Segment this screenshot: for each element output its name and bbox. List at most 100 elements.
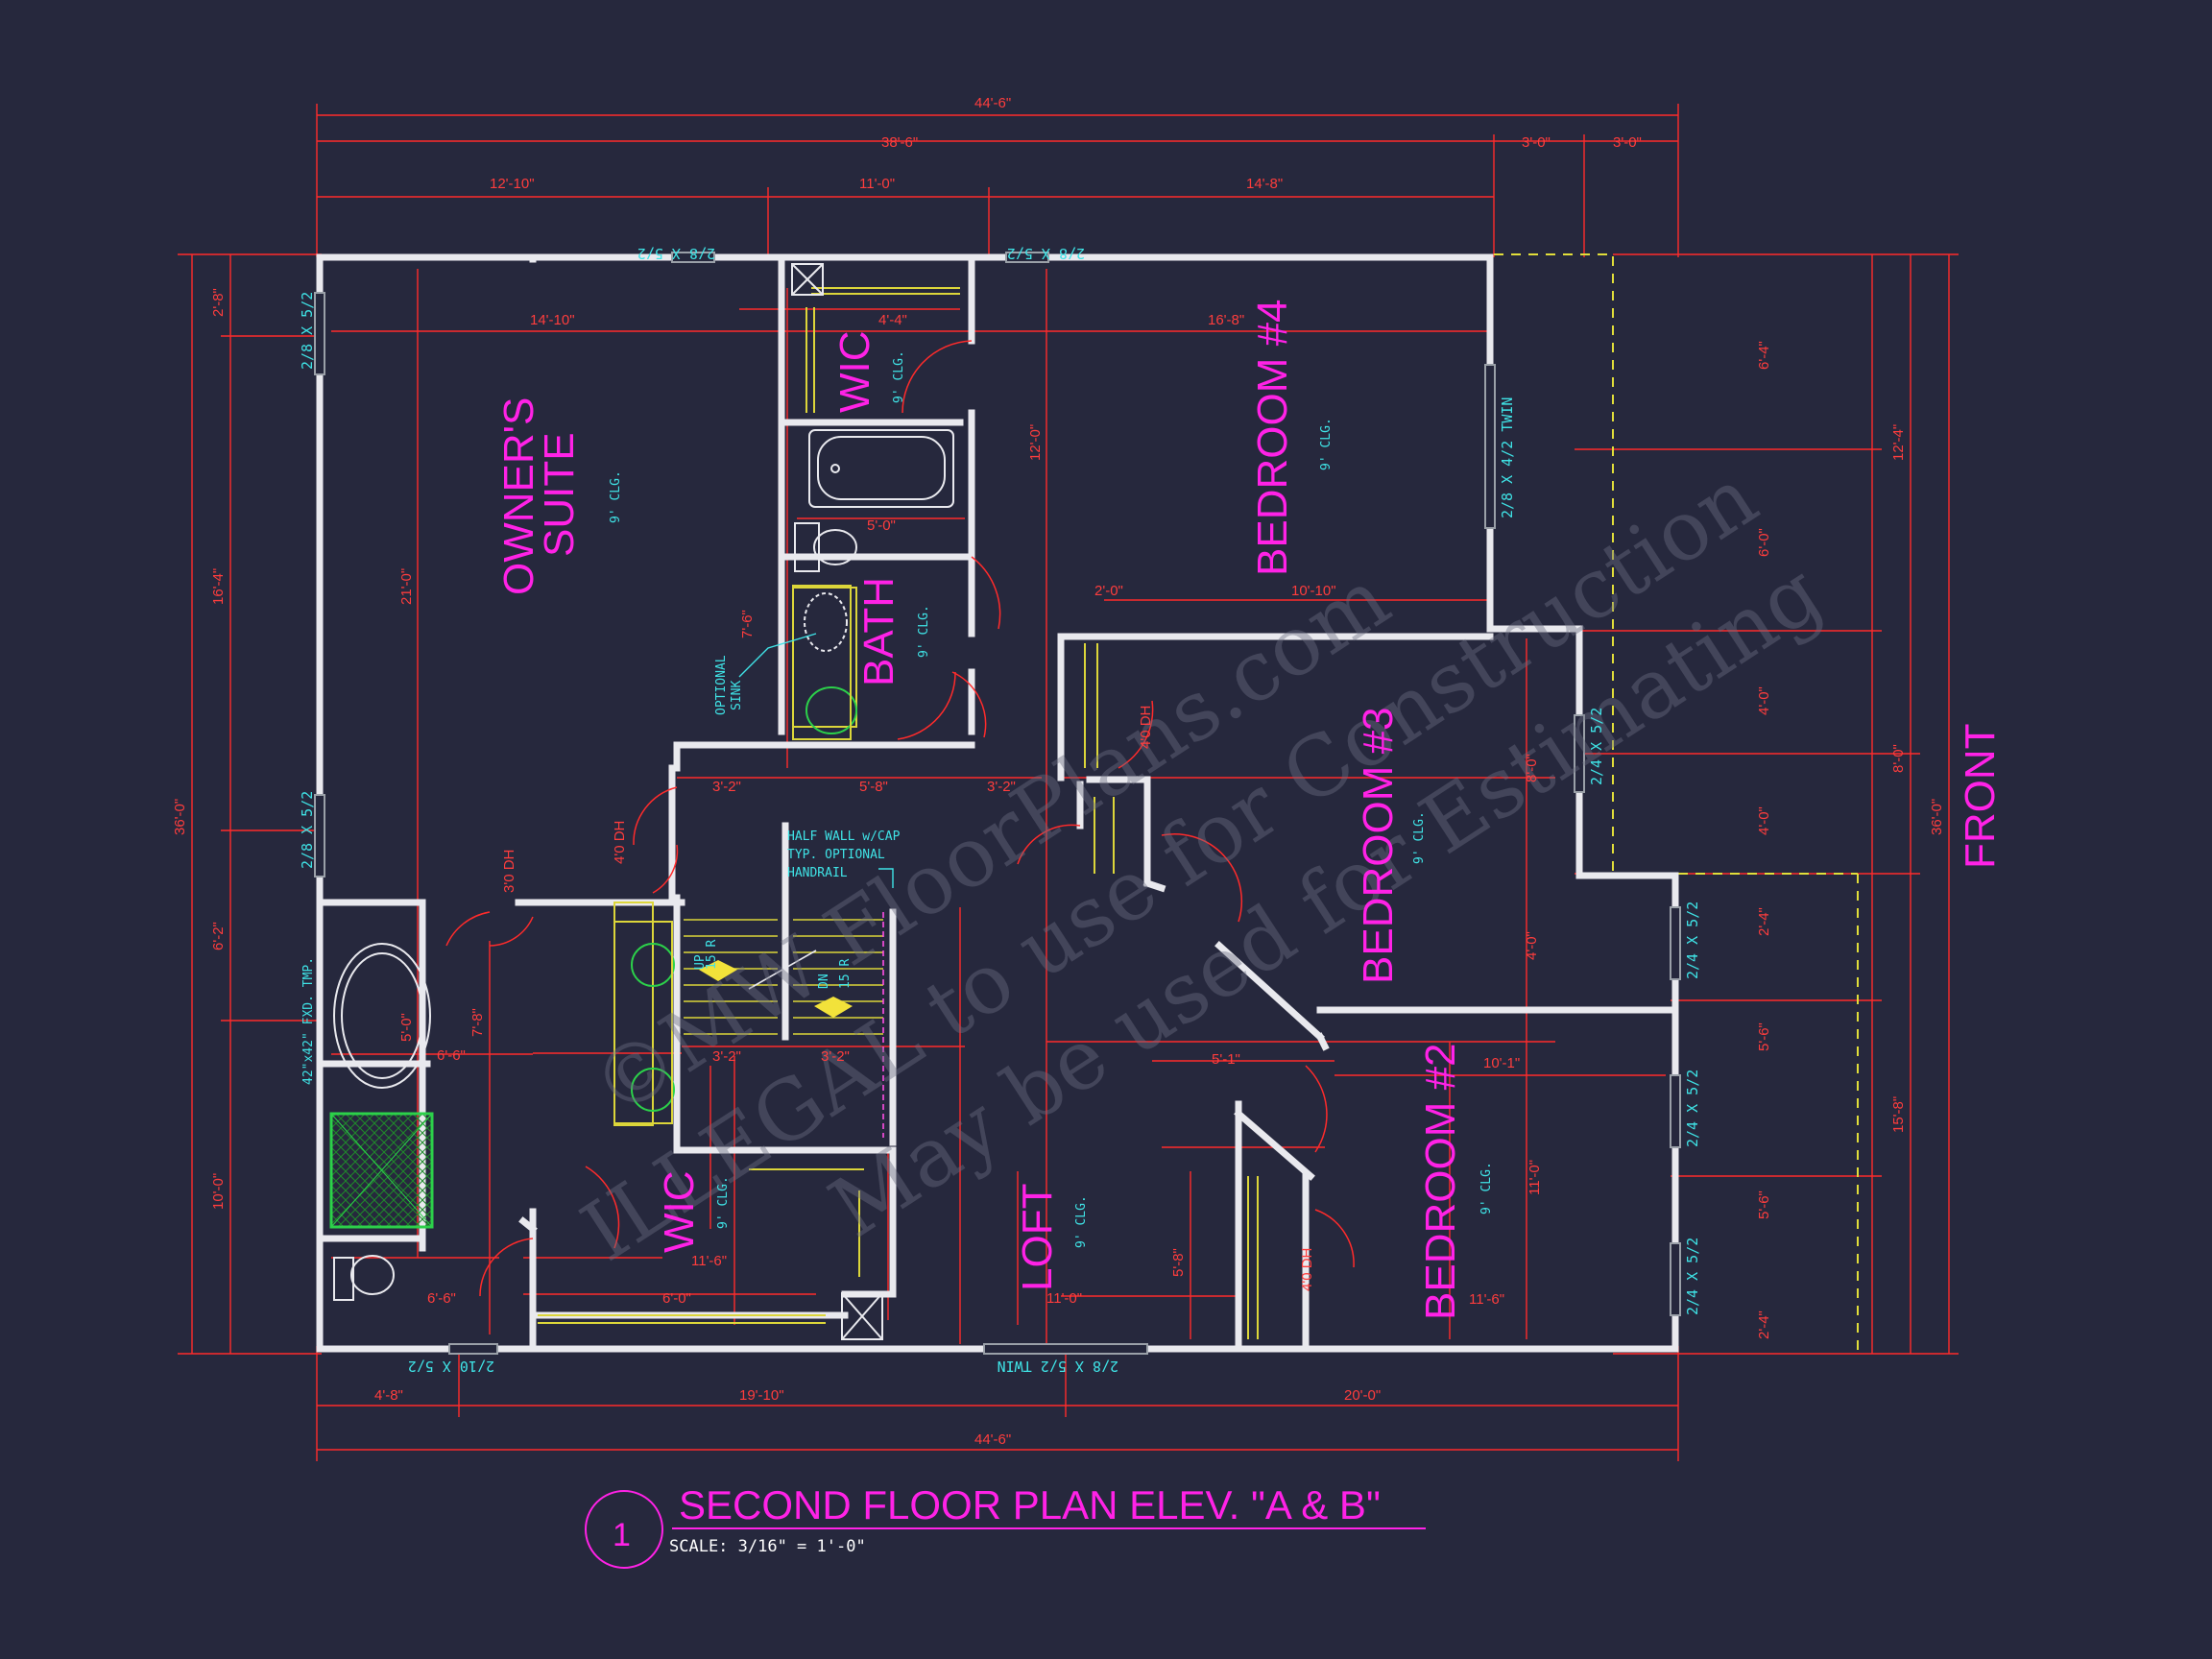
stair-up-risers: 15 R — [705, 940, 719, 970]
dim-top-e: 11'-0" — [859, 176, 895, 192]
windows-openings — [314, 252, 1681, 1355]
dim-bed2-w: 10'-1" — [1483, 1055, 1520, 1071]
dim-right-c: 15'-8" — [1890, 1096, 1907, 1133]
window-label-left-2: 2/8 X 5/2 — [299, 791, 316, 869]
dim-bottom-overall: 44'-6" — [974, 1431, 1011, 1448]
dim-top-d: 12'-10" — [490, 176, 535, 192]
dim-left-d: 10'-0" — [210, 1173, 227, 1210]
window-label-bed3: 2/4 X 5/2 — [1588, 708, 1605, 785]
dim-top-c: 3'-0" — [1613, 134, 1642, 151]
dimension-lines — [178, 104, 1959, 1461]
clg-wic-bottom: 9' CLG. — [716, 1176, 731, 1229]
half-wall-1: HALF WALL w/CAP — [787, 830, 901, 844]
dim-right-overall: 36'-0" — [1929, 799, 1945, 835]
room-labels: OWNER'S SUITE WIC BATH BEDROOM #4 BEDROO… — [495, 299, 1464, 1320]
view-number: 1 — [613, 1517, 631, 1553]
clg-bed3: 9' CLG. — [1412, 811, 1427, 864]
dim-right-b: 8'-0" — [1890, 744, 1907, 773]
window-label-bed2-3: 2/4 X 5/2 — [1684, 1238, 1701, 1315]
dim-right-h: 2'-4" — [1756, 907, 1772, 936]
dim-left-b: 16'-4" — [210, 568, 227, 605]
half-wall-2: TYP. OPTIONAL — [787, 848, 885, 862]
window-label-bed2-1: 2/4 X 5/2 — [1684, 902, 1701, 979]
room-owners-suite-line-2: SUITE — [536, 432, 583, 557]
dh-note-4: 4'0 DH — [1299, 1248, 1315, 1291]
room-bedroom-2: BEDROOM #2 — [1417, 1043, 1464, 1320]
dim-misc-b: 5'-1" — [1212, 1051, 1240, 1068]
dim-owners-w: 14'-10" — [530, 312, 575, 328]
clg-bath: 9' CLG. — [917, 605, 931, 658]
stair-arrows — [699, 960, 853, 1018]
clg-loft: 9' CLG. — [1074, 1195, 1089, 1248]
dim-right-g: 4'-0" — [1756, 806, 1772, 835]
stairs — [684, 912, 884, 1138]
dim-right-e: 6'-0" — [1756, 528, 1772, 557]
dim-right-a: 12'-4" — [1890, 424, 1907, 461]
dim-hall-b: 5'-8" — [859, 779, 888, 795]
dim-bed2-w2: 11'-6" — [1469, 1291, 1504, 1308]
closet-boxes — [791, 263, 883, 1340]
dim-bed4-w2: 10'-10" — [1291, 583, 1336, 599]
dim-loft-h: 5'-8" — [1170, 1248, 1187, 1277]
dim-bottom-a: 4'-8" — [374, 1387, 403, 1404]
vanity — [613, 585, 852, 1124]
room-wic-top: WIC — [831, 330, 878, 413]
dim-bed3-h: 4'-0" — [1524, 931, 1540, 960]
dimension-labels: 44'-6" 38'-6" 3'-0" 3'-0" 12'-10" 11'-0"… — [172, 95, 1945, 1448]
drawing-scale: SCALE: 3/16" = 1'-0" — [669, 1537, 866, 1556]
window-label-left-1: 2/8 X 5/2 — [299, 292, 316, 370]
watermark: ©MW FloorPlans.com ILLEGAL to use for Co… — [565, 449, 1839, 1281]
dim-hall-c: 3'-2" — [987, 779, 1016, 795]
stair-dn-label: DN — [817, 974, 831, 989]
stair-dn-risers: 15 R — [838, 959, 853, 989]
window-label-bed2-2: 2/4 X 5/2 — [1684, 1070, 1701, 1147]
dim-bed3-w: 8'-0" — [1524, 754, 1540, 782]
dh-note-3: 4'0 DH — [1138, 706, 1154, 749]
dim-right-k: 2'-4" — [1756, 1310, 1772, 1339]
dim-loft-w: 11'-0" — [1046, 1290, 1082, 1307]
clg-bed4: 9' CLG. — [1319, 418, 1334, 470]
dim-bath2-d: 7'-8" — [469, 1008, 486, 1037]
dim-bath-h: 7'-6" — [739, 610, 756, 638]
dim-bath2-c: 5'-0" — [398, 1013, 415, 1042]
roof-outline — [1494, 253, 1859, 1352]
window-label-top-1: 2/8 X 5/2 — [637, 245, 715, 262]
dim-wic2-w: 11'-6" — [691, 1253, 727, 1269]
room-wic-bottom: WIC — [656, 1170, 703, 1253]
door-swings — [445, 340, 1355, 1297]
dim-right-j: 5'-6" — [1756, 1190, 1772, 1219]
dim-top-overall: 44'-6" — [974, 95, 1011, 111]
fixtures — [333, 429, 954, 1301]
clg-bed2: 9' CLG. — [1479, 1162, 1494, 1214]
dim-stair-a: 3'-2" — [712, 1048, 741, 1065]
front-label: FRONT — [1957, 723, 2004, 869]
drawing-title: SECOND FLOOR PLAN ELEV. "A & B" — [679, 1482, 1381, 1527]
room-loft: LOFT — [1014, 1184, 1061, 1291]
notes: 9' CLG. 9' CLG. 9' CLG. 9' CLG. 9' CLG. … — [301, 350, 1494, 1291]
dim-bath2-b: 6'-6" — [427, 1290, 456, 1307]
dim-right-f: 4'-0" — [1756, 686, 1772, 715]
room-bedroom-3: BEDROOM #3 — [1355, 707, 1402, 984]
window-label-bottom-1: 2/10 X 5/2 — [408, 1358, 494, 1375]
dim-bed4-w: 16'-8" — [1208, 312, 1244, 328]
watermark-line-2: ILLEGAL to use for Construction — [565, 449, 1773, 1281]
room-bath: BATH — [855, 577, 902, 686]
half-wall-3: HANDRAIL — [787, 866, 848, 880]
window-label-top-2: 2/8 X 5/2 — [1007, 245, 1085, 262]
dim-left-overall: 36'-0" — [172, 799, 188, 835]
dim-right-d: 6'-4" — [1756, 341, 1772, 370]
dim-bath2-a: 6'-6" — [437, 1047, 466, 1064]
room-owners-suite-line-1: OWNER'S — [495, 397, 542, 595]
window-label-bottom-2: 2/8 X 5/2 TWIN — [998, 1358, 1118, 1375]
dim-bottom-b: 19'-10" — [739, 1387, 784, 1404]
stair-up-label: UP — [693, 954, 708, 970]
dim-wic-w: 4'-4" — [878, 312, 907, 328]
dim-top-b: 3'-0" — [1522, 134, 1551, 151]
dh-note-1: 4'0 DH — [612, 821, 628, 864]
window-label-bed4: 2/8 X 4/2 TWIN — [1499, 397, 1516, 518]
dim-right-i: 5'-6" — [1756, 1022, 1772, 1051]
window-labels: 2/8 X 5/2 2/8 X 5/2 2/8 X 5/2 2/8 X 5/2 … — [299, 245, 1701, 1375]
title-block: 1 SECOND FLOOR PLAN ELEV. "A & B" SCALE:… — [585, 1482, 1426, 1569]
clg-wic-top: 9' CLG. — [892, 350, 906, 403]
optional-sink-2: SINK — [730, 681, 744, 710]
